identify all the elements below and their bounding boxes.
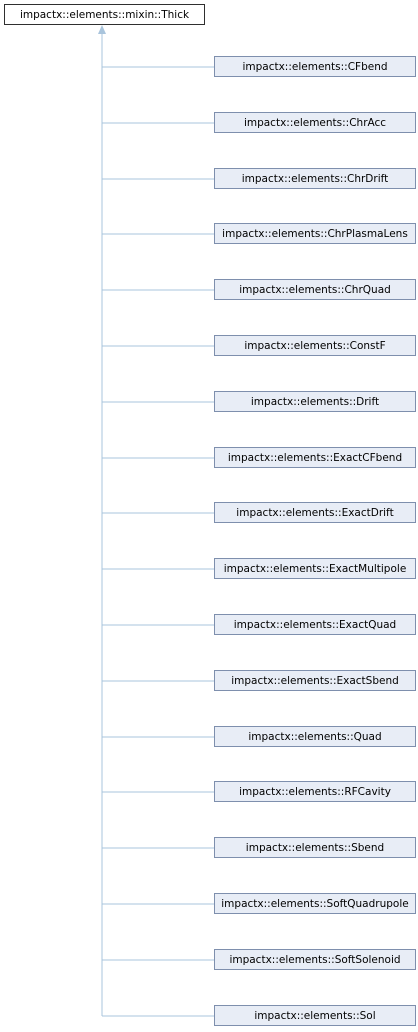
derived-class-node[interactable]: impactx::elements::Sol xyxy=(214,1005,416,1026)
derived-class-node[interactable]: impactx::elements::SoftQuadrupole xyxy=(214,893,416,914)
base-class-node[interactable]: impactx::elements::mixin::Thick xyxy=(4,4,205,25)
derived-class-node[interactable]: impactx::elements::ChrQuad xyxy=(214,279,416,300)
derived-class-node[interactable]: impactx::elements::ExactCFbend xyxy=(214,447,416,468)
derived-class-node[interactable]: impactx::elements::ExactQuad xyxy=(214,614,416,635)
derived-class-node[interactable]: impactx::elements::SoftSolenoid xyxy=(214,949,416,970)
derived-class-node[interactable]: impactx::elements::CFbend xyxy=(214,56,416,77)
derived-class-node[interactable]: impactx::elements::ConstF xyxy=(214,335,416,356)
inheritance-arrowhead xyxy=(98,25,106,34)
derived-class-node[interactable]: impactx::elements::ChrAcc xyxy=(214,112,416,133)
derived-class-node[interactable]: impactx::elements::Sbend xyxy=(214,837,416,858)
derived-class-node[interactable]: impactx::elements::ExactDrift xyxy=(214,502,416,523)
derived-class-node[interactable]: impactx::elements::ExactMultipole xyxy=(214,558,416,579)
derived-class-node[interactable]: impactx::elements::Drift xyxy=(214,391,416,412)
derived-class-node[interactable]: impactx::elements::ChrPlasmaLens xyxy=(214,223,416,244)
derived-class-node[interactable]: impactx::elements::ChrDrift xyxy=(214,168,416,189)
derived-class-node[interactable]: impactx::elements::Quad xyxy=(214,726,416,747)
derived-class-node[interactable]: impactx::elements::RFCavity xyxy=(214,781,416,802)
derived-class-node[interactable]: impactx::elements::ExactSbend xyxy=(214,670,416,691)
